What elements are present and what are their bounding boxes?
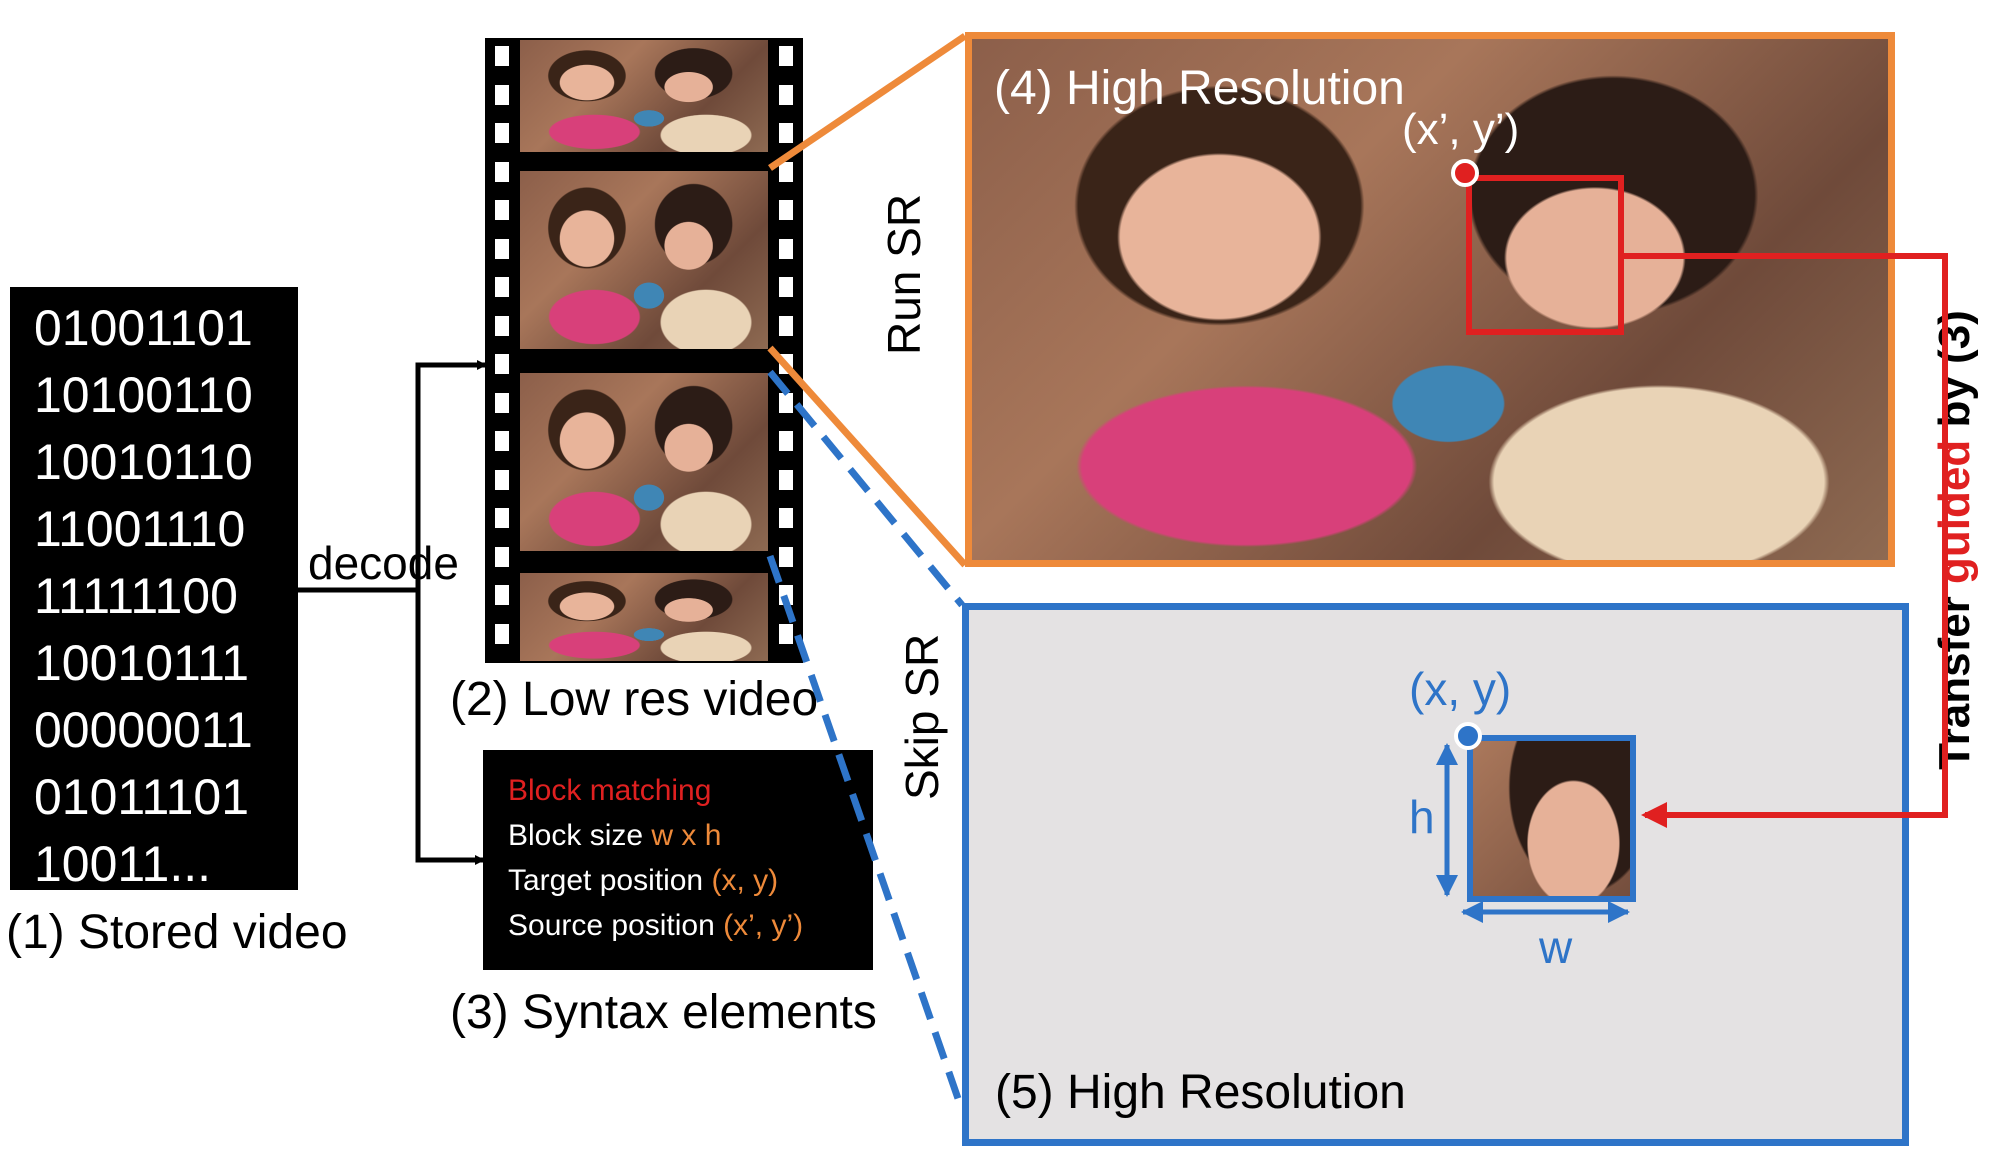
sprocket-hole [779,84,793,105]
low-res-film-strip [485,38,803,663]
high-res-5-title: (5) High Resolution [995,1066,1406,1119]
sprocket-hole [495,238,509,259]
film-frame [520,373,768,551]
bit-row: 01001101 [34,300,253,356]
block-width-label: w [1539,921,1573,973]
stored-video-caption: (1) Stored video [6,906,348,959]
target-point-label: (x, y) [1409,663,1512,715]
sprocket-hole [779,200,793,220]
syntax-line-source: Source position (x’, y’) [508,903,873,948]
decode-label: decode [308,537,459,589]
sprocket-hole [495,469,509,490]
low-res-caption: (2) Low res video [450,673,819,726]
sprocket-hole [779,469,793,490]
sprocket-hole [495,277,509,297]
bit-row: 10010111 [34,635,250,691]
syntax-value: w x h [651,819,722,852]
sprocket-hole [779,431,793,451]
bit-row: 01011101 [34,769,250,825]
sprocket-hole [495,123,509,143]
zoom-line-orange [768,33,967,171]
sprocket-hole [495,392,509,413]
syntax-label: Block size [508,819,652,852]
decode-connector [298,360,487,593]
syntax-value: (x’, y’) [723,909,804,942]
syntax-line-block-size: Block size w x h [508,813,873,858]
source-point-label: (x’, y’) [1402,105,1520,154]
syntax-label: Source position [508,909,724,942]
syntax-caption: (3) Syntax elements [450,986,877,1039]
film-frame [520,171,768,349]
sprocket-hole [495,508,509,528]
source-point-marker [1451,159,1479,187]
high-res-frame-5: (5) High Resolution (x, y) h w [962,603,1909,1146]
sprocket-hole [779,277,793,297]
syntax-label: Target position [508,864,712,897]
sprocket-hole [495,585,509,605]
bit-row: 00000011 [34,702,253,758]
bit-row: 10011... [34,836,212,892]
sprocket-hole [779,161,793,182]
sprocket-hole [779,392,793,413]
source-block [1466,175,1624,335]
syntax-value: (x, y) [711,864,779,897]
bit-row: 10010110 [34,434,253,490]
sprocket-hole [495,354,509,374]
sprocket-hole [495,623,509,644]
target-block [1467,735,1636,902]
bit-row: 11111100 [34,568,238,624]
block-height-label: h [1409,791,1435,843]
high-res-4-title: (4) High Resolution [994,62,1405,115]
sprocket-hole [495,84,509,105]
sprocket-hole [495,315,509,336]
sprocket-hole [495,200,509,220]
high-res-frame-4: (4) High Resolution (x’, y’) [965,32,1895,567]
sprocket-hole [779,508,793,528]
sprocket-hole [495,46,509,66]
syntax-elements-box: Block matching Block size w x h Target p… [483,750,873,970]
bit-row: 10100110 [34,367,253,423]
sprocket-hole [779,123,793,143]
sprocket-hole [779,546,793,567]
transfer-connector [1623,253,1948,828]
zoom-line-blue [766,554,966,1112]
film-frame [520,40,768,152]
sprocket-hole [779,46,793,66]
bit-row: 11001110 [34,501,246,557]
sprocket-hole [495,161,509,182]
film-frame [520,573,768,661]
sprocket-hole [495,546,509,567]
zoom-line-orange [767,345,968,568]
syntax-title: Block matching [508,774,712,807]
sprocket-hole [779,238,793,259]
sprocket-hole [779,315,793,336]
sprocket-hole [495,431,509,451]
target-point-marker [1454,722,1482,750]
stored-video-bitstream: 01001101 10100110 10010110 11001110 1111… [10,287,298,892]
zoom-line-blue [767,369,965,608]
syntax-line-target: Target position (x, y) [508,858,873,903]
decode-connector [415,590,485,865]
sprocket-hole [779,623,793,644]
